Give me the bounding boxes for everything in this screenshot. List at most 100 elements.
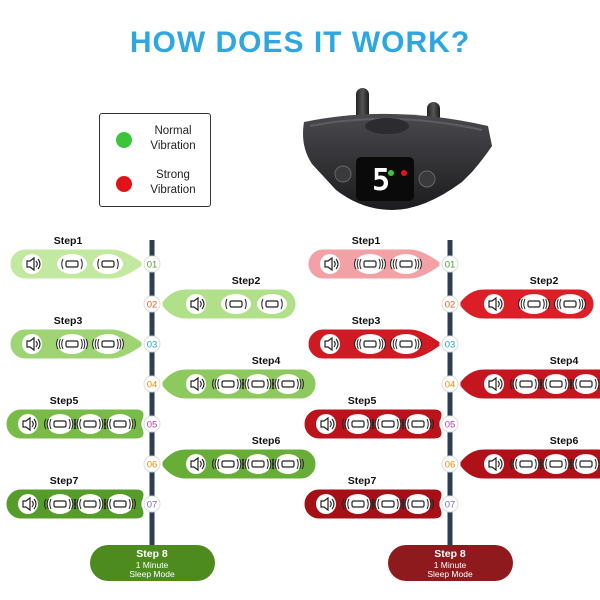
icon-badge bbox=[316, 494, 336, 514]
speaker-icon bbox=[324, 256, 339, 272]
step-number: 03 bbox=[147, 340, 158, 351]
step-label: Step2 bbox=[530, 275, 559, 287]
step-number: 06 bbox=[147, 460, 158, 471]
column-normal: Step101Step202Step303Step404Step505Step6… bbox=[5, 235, 317, 581]
icon-badge bbox=[93, 334, 123, 354]
strong-vibration-icon bbox=[390, 258, 422, 270]
speaker-icon bbox=[26, 256, 41, 272]
timeline-axis bbox=[447, 240, 453, 550]
strong-vibration-icon bbox=[342, 498, 374, 510]
right-button-icon bbox=[418, 170, 436, 188]
left-button-icon bbox=[334, 165, 352, 183]
normal-vibration-icon bbox=[272, 458, 304, 470]
normal-vibration-icon bbox=[74, 498, 106, 510]
led-green-icon bbox=[388, 170, 394, 176]
step-number: 04 bbox=[445, 380, 456, 391]
strong-vibration-icon bbox=[510, 378, 542, 390]
step-label: Step5 bbox=[50, 395, 79, 407]
step-label: Step2 bbox=[232, 275, 261, 287]
step-number-marker bbox=[143, 295, 161, 313]
speaker-icon bbox=[22, 496, 37, 512]
step-number-marker bbox=[143, 455, 161, 473]
step-number-marker bbox=[441, 415, 459, 433]
step-number: 05 bbox=[445, 420, 456, 431]
step-number: 06 bbox=[445, 460, 456, 471]
green-dot-icon bbox=[116, 132, 132, 148]
icon-badge bbox=[484, 374, 504, 394]
step-label: Step4 bbox=[550, 355, 579, 367]
final-step-pill bbox=[388, 545, 513, 581]
step-number: 07 bbox=[445, 500, 456, 511]
icon-badge bbox=[275, 374, 301, 394]
icon-badge bbox=[484, 454, 504, 474]
step-label: Step4 bbox=[252, 355, 281, 367]
step-number: 01 bbox=[147, 260, 158, 271]
timeline-axis bbox=[149, 240, 155, 550]
speaker-icon bbox=[320, 416, 335, 432]
icon-badge bbox=[513, 454, 539, 474]
step-label: Step1 bbox=[352, 235, 381, 247]
strong-vibration-icon bbox=[390, 338, 422, 350]
normal-vibration-icon bbox=[92, 338, 124, 350]
page-title: HOW DOES IT WORK? bbox=[129, 26, 471, 59]
icon-badge bbox=[18, 494, 38, 514]
strong-vibration-icon bbox=[402, 418, 434, 430]
final-step-pill bbox=[90, 545, 215, 581]
legend-normal-label: Normal Vibration bbox=[150, 125, 196, 152]
icon-badge bbox=[22, 254, 42, 274]
icon-badge bbox=[573, 374, 599, 394]
icon-badge bbox=[405, 494, 431, 514]
final-step-line1: 1 Minute bbox=[136, 560, 169, 570]
icon-badge bbox=[77, 414, 103, 434]
collar-device-image: 5 bbox=[303, 88, 492, 210]
normal-vibration-icon bbox=[74, 418, 106, 430]
icon-badge bbox=[18, 414, 38, 434]
final-step-label: Step 8 bbox=[434, 548, 466, 560]
step-number-marker bbox=[143, 495, 161, 513]
icon-badge bbox=[93, 254, 123, 274]
icon-badge bbox=[57, 334, 87, 354]
normal-vibration-icon bbox=[44, 498, 76, 510]
step-number-marker bbox=[441, 295, 459, 313]
step-label: Step5 bbox=[348, 395, 377, 407]
legend-strong: Strong Vibration bbox=[100, 164, 210, 204]
icon-badge bbox=[186, 294, 206, 314]
step-number: 03 bbox=[445, 340, 456, 351]
normal-vibration-icon bbox=[225, 298, 247, 310]
strong-vibration-icon bbox=[518, 298, 550, 310]
step-number-marker bbox=[143, 255, 161, 273]
icon-badge bbox=[186, 454, 206, 474]
icon-badge bbox=[573, 454, 599, 474]
normal-vibration-icon bbox=[104, 498, 136, 510]
icon-badge bbox=[391, 334, 421, 354]
step-number-marker bbox=[441, 375, 459, 393]
icon-badge bbox=[77, 494, 103, 514]
speaker-icon bbox=[320, 496, 335, 512]
icon-badge bbox=[320, 254, 340, 274]
icon-badge bbox=[555, 294, 585, 314]
normal-vibration-icon bbox=[242, 378, 274, 390]
icon-badge bbox=[405, 414, 431, 434]
normal-vibration-icon bbox=[212, 458, 244, 470]
legend-normal: Normal Vibration bbox=[100, 120, 210, 160]
normal-vibration-icon bbox=[272, 378, 304, 390]
icon-badge bbox=[375, 494, 401, 514]
step-number: 02 bbox=[147, 300, 158, 311]
speaker-icon bbox=[190, 296, 205, 312]
step-strong-4: Step4 04 bbox=[441, 355, 600, 400]
column-strong: Step101Step202Step303Step404Step505Step6… bbox=[303, 235, 600, 581]
strong-vibration-icon bbox=[354, 338, 386, 350]
final-step-line2: Sleep Mode bbox=[427, 569, 473, 579]
step-number-marker bbox=[441, 455, 459, 473]
step-number: 04 bbox=[147, 380, 158, 391]
icon-badge bbox=[257, 294, 287, 314]
strong-vibration-icon bbox=[570, 378, 600, 390]
icon-badge bbox=[47, 414, 73, 434]
